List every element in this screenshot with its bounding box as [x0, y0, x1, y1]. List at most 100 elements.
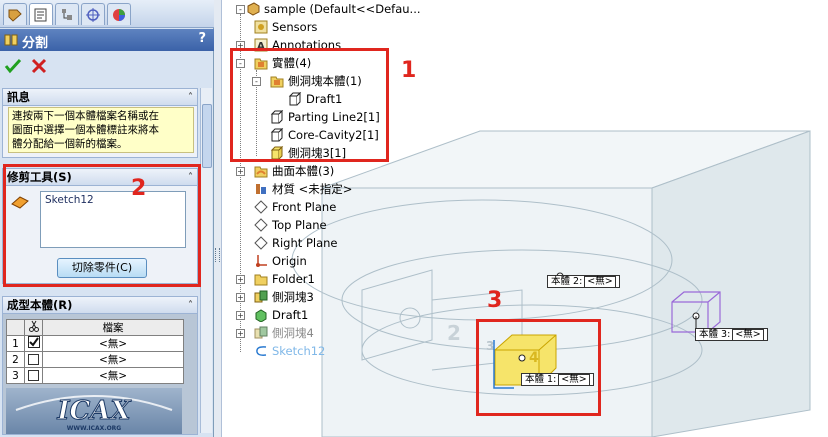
- plane-icon: [254, 236, 268, 250]
- tree-item-label: Sketch12: [272, 344, 326, 358]
- tree-item-surface-bodies[interactable]: 曲面本體(3): [254, 163, 334, 179]
- feature-title-bar: 分割 ?: [0, 29, 214, 51]
- help-icon[interactable]: ?: [198, 31, 206, 46]
- tree-item-front-plane[interactable]: Front Plane: [254, 199, 336, 215]
- tree-item-body[interactable]: Core-Cavity2[1]: [270, 127, 379, 143]
- table-row[interactable]: 3 <無>: [6, 367, 184, 384]
- body-1-tag[interactable]: 本體 1:<無>: [521, 373, 594, 386]
- row-number-header: [6, 319, 25, 336]
- row-file[interactable]: <無>: [42, 335, 184, 352]
- tree-root[interactable]: sample (Default<<Defau...: [230, 1, 421, 17]
- tree-item-sensors[interactable]: Sensors: [254, 19, 317, 35]
- table-row[interactable]: 2 <無>: [6, 351, 184, 368]
- cancel-x-icon[interactable]: [30, 57, 48, 75]
- body-tag-value[interactable]: <無>: [584, 276, 616, 288]
- cut-part-button[interactable]: 切除零件(C): [57, 258, 147, 278]
- tab-display-manager[interactable]: [107, 3, 131, 25]
- tree-item-label: 側洞塊4: [272, 326, 314, 340]
- message-group-header[interactable]: 訊息 ˄: [2, 88, 198, 106]
- collapse-icon[interactable]: ˄: [188, 300, 193, 311]
- tree-item-label: Sensors: [272, 20, 318, 34]
- tree-item-body-folder[interactable]: 側洞塊本體(1): [270, 73, 362, 89]
- message-box: 連按兩下一個本體檔案名稱或在 圖面中選擇一個本體標註來將本 體分配給一個新的檔案…: [8, 107, 194, 153]
- body-3-tag[interactable]: 本體 3:<無>: [695, 328, 768, 341]
- select-column-header: [24, 319, 43, 336]
- tree-item-origin[interactable]: Origin: [254, 253, 307, 269]
- panel-scrollbar[interactable]: [200, 88, 212, 433]
- svg-text:ICAX: ICAX: [56, 396, 132, 426]
- body-3-wireframe[interactable]: [671, 291, 721, 333]
- body-2-tag[interactable]: 本體 2:<無>: [547, 275, 620, 288]
- tree-item-solid-bodies[interactable]: 實體(4): [254, 55, 311, 71]
- tree-item-top-plane[interactable]: Top Plane: [254, 217, 327, 233]
- message-header-label: 訊息: [7, 90, 30, 104]
- tree-item-label: Folder1: [272, 272, 315, 286]
- plane-icon: [254, 200, 268, 214]
- checkbox[interactable]: [28, 354, 39, 365]
- collapse-icon[interactable]: ˄: [188, 172, 193, 183]
- tab-configuration-manager[interactable]: [55, 3, 79, 25]
- property-manager-panel: 分割 ? 訊息 ˄ 連按兩下一個本體檔案名稱或在 圖面中選擇一個本體標註來將本 …: [0, 0, 214, 437]
- panel-splitter[interactable]: [214, 0, 222, 437]
- checked-checkbox-icon[interactable]: [27, 336, 40, 348]
- body-icon: [270, 128, 284, 142]
- feature-title: 分割: [22, 36, 49, 51]
- tree-item-body[interactable]: Parting Line2[1]: [270, 109, 380, 125]
- tree-item-body[interactable]: Draft1: [288, 91, 342, 107]
- row-checkbox[interactable]: [24, 351, 43, 368]
- tree-item-body[interactable]: 側洞塊3[1]: [270, 145, 346, 161]
- expand-icon[interactable]: +: [236, 293, 245, 302]
- surface-bodies-icon: [254, 166, 268, 178]
- tree-item-right-plane[interactable]: Right Plane: [254, 235, 337, 251]
- list-item[interactable]: Sketch12: [45, 194, 94, 206]
- tab-property-manager[interactable]: [29, 3, 53, 25]
- collapse-icon[interactable]: -: [252, 77, 261, 86]
- message-line: 圖面中選擇一個本體標註來將本: [12, 124, 159, 136]
- plane-icon: [254, 218, 268, 232]
- expand-icon[interactable]: +: [236, 311, 245, 320]
- tree-connector: [256, 70, 257, 156]
- body-tag-value[interactable]: <無>: [558, 374, 590, 386]
- feature-icon: [254, 290, 268, 303]
- scrollbar-thumb[interactable]: [202, 104, 212, 168]
- tree-item-folder1[interactable]: Folder1: [254, 271, 315, 287]
- tab-dimxpert[interactable]: [81, 3, 105, 25]
- part-icon: [247, 2, 260, 16]
- tree-item-label: 材質 <未指定>: [272, 182, 353, 196]
- tree-item-sketch12[interactable]: Sketch12: [254, 343, 325, 359]
- tree-item-side-core-3[interactable]: 側洞塊3: [254, 289, 314, 305]
- tab-feature-manager[interactable]: [3, 3, 27, 25]
- tree-item-side-core-4[interactable]: 側洞塊4: [254, 325, 314, 341]
- body-icon: [270, 110, 284, 124]
- checkbox[interactable]: [28, 370, 39, 381]
- row-file[interactable]: <無>: [42, 367, 184, 384]
- resulting-bodies-table: 檔案 1 <無> 2 <無> 3 <無>: [6, 319, 184, 384]
- collapse-root-icon[interactable]: -: [236, 5, 245, 14]
- row-number: 3: [6, 367, 25, 384]
- expand-icon[interactable]: +: [236, 329, 245, 338]
- resulting-bodies-group-header[interactable]: 成型本體(R) ˄: [2, 296, 198, 314]
- table-row[interactable]: 1 <無>: [6, 335, 184, 352]
- ok-checkmark-icon[interactable]: [4, 57, 22, 75]
- tree-item-label: Draft1: [272, 308, 309, 322]
- expand-icon[interactable]: +: [236, 275, 245, 284]
- body-tag-value[interactable]: <無>: [732, 329, 764, 341]
- tree-item-label: Right Plane: [272, 236, 338, 250]
- splitter-grip-icon[interactable]: [215, 248, 220, 262]
- tree-item-material[interactable]: 材質 <未指定>: [254, 181, 352, 197]
- tree-item-label: 側洞塊3[1]: [288, 146, 347, 160]
- trim-tools-group-header[interactable]: 修剪工具(S) ˄: [2, 168, 198, 186]
- tree-item-label: Front Plane: [272, 200, 337, 214]
- trim-tools-listbox[interactable]: Sketch12: [40, 191, 186, 248]
- sensor-icon: [254, 20, 268, 34]
- tree-connector: [240, 14, 241, 352]
- tree-item-draft1[interactable]: Draft1: [254, 307, 308, 323]
- folder-icon: [270, 76, 284, 88]
- row-checkbox[interactable]: [24, 335, 43, 352]
- row-checkbox[interactable]: [24, 367, 43, 384]
- expand-icon[interactable]: +: [236, 167, 245, 176]
- collapse-icon[interactable]: ˄: [188, 92, 193, 103]
- tree-item-label: Draft1: [306, 92, 343, 106]
- collapse-icon[interactable]: -: [236, 59, 245, 68]
- row-file[interactable]: <無>: [42, 351, 184, 368]
